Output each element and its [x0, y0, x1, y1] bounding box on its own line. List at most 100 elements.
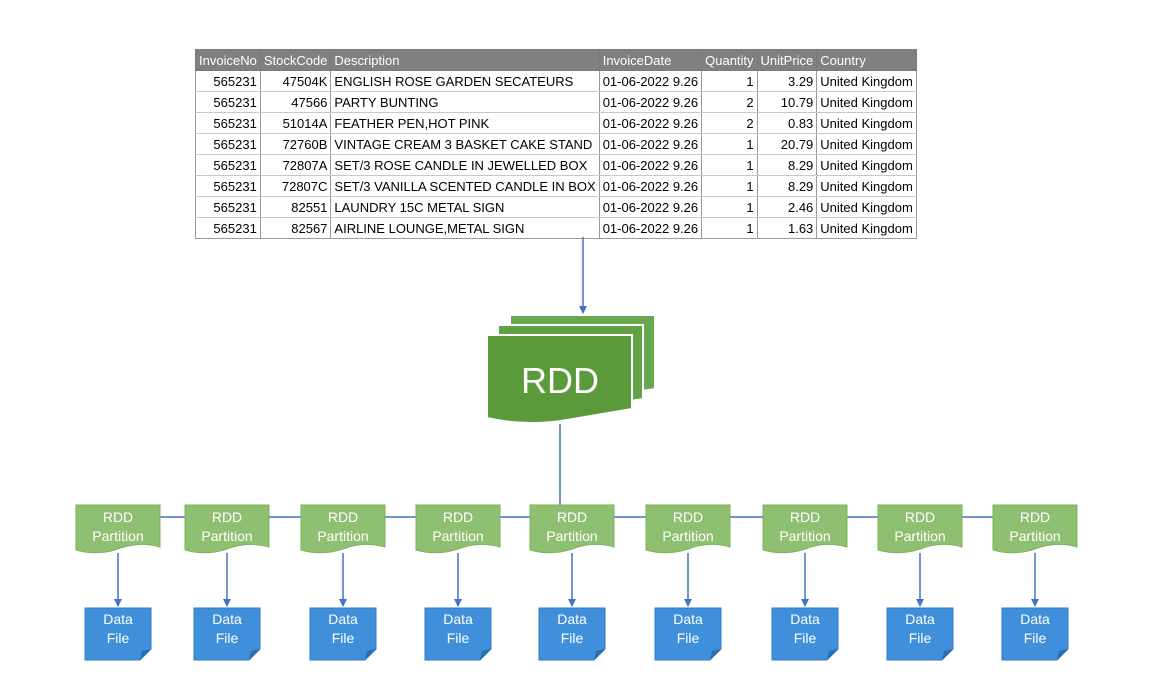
partition-document-shape [877, 504, 963, 554]
table-cell: 2.46 [756, 196, 818, 218]
table-cell: United Kingdom [816, 175, 917, 197]
partition-document-shape [415, 504, 501, 554]
partition-label-line2: Partition [317, 528, 368, 544]
partition-label-line1: RDD [212, 509, 242, 525]
partition-document-shape [762, 504, 848, 554]
file-corner-fold [365, 649, 376, 660]
partition-label-line2: Partition [779, 528, 830, 544]
partition-label-line2: Partition [1009, 528, 1060, 544]
column-header: Quantity [701, 49, 758, 71]
partition-document-shape [992, 504, 1078, 554]
column-header: StockCode [259, 49, 332, 71]
partition-document-shape [300, 504, 386, 554]
table-cell: 47504K [259, 70, 332, 92]
partition-label-line1: RDD [443, 509, 473, 525]
rdd-partition: RDD Partition [75, 504, 161, 554]
partition-label-line2: Partition [546, 528, 597, 544]
file-corner-fold [249, 649, 260, 660]
partition-label-line2: Partition [92, 528, 143, 544]
column-header: Description [330, 49, 600, 71]
column-header: UnitPrice [756, 49, 818, 71]
rdd-partition: RDD Partition [415, 504, 501, 554]
table-cell: United Kingdom [816, 91, 917, 113]
file-label-line2: File [561, 630, 584, 646]
partition-label-line1: RDD [790, 509, 820, 525]
table-cell: 82551 [259, 196, 332, 218]
partition-label-line1: RDD [1020, 509, 1050, 525]
partition-document-shape [75, 504, 161, 554]
table-cell: 1 [701, 217, 758, 239]
table-cell: ENGLISH ROSE GARDEN SECATEURS [330, 70, 600, 92]
table-cell: 01-06-2022 9.26 [598, 196, 703, 218]
table-cell: VINTAGE CREAM 3 BASKET CAKE STAND [330, 133, 600, 155]
file-corner-fold [1057, 649, 1068, 660]
file-label-line1: Data [557, 611, 587, 627]
file-corner-fold [827, 649, 838, 660]
data-files-layer: DataFileDataFileDataFileDataFileDataFile… [84, 553, 1069, 661]
partition-document-shape [184, 504, 270, 554]
rdd-label: RDD [521, 360, 599, 401]
column-header: Country [816, 49, 917, 71]
file-corner-fold [480, 649, 491, 660]
table-cell: 8.29 [756, 154, 818, 176]
file-corner-fold [594, 649, 605, 660]
table-cell: 10.79 [756, 91, 818, 113]
file-label-line1: Data [905, 611, 935, 627]
table-cell: PARTY BUNTING [330, 91, 600, 113]
table-cell: LAUNDRY 15C METAL SIGN [330, 196, 600, 218]
table-cell: 8.29 [756, 175, 818, 197]
partitions-layer: RDD Partition RDD Partition RDD Partition RDD P… [75, 504, 1078, 554]
rdd-partition: RDD Partition [762, 504, 848, 554]
partition-label-line2: Partition [894, 528, 945, 544]
file-label-line1: Data [212, 611, 242, 627]
partition-label-line2: Partition [432, 528, 483, 544]
file-label-line2: File [677, 630, 700, 646]
table-cell: 1 [701, 175, 758, 197]
partition-document-shape [645, 504, 731, 554]
file-label-line1: Data [673, 611, 703, 627]
file-label-line2: File [107, 630, 130, 646]
partition-label-line2: Partition [201, 528, 252, 544]
table-cell: 01-06-2022 9.26 [598, 70, 703, 92]
file-label-line2: File [332, 630, 355, 646]
file-label-line2: File [1024, 630, 1047, 646]
table-cell: 72807C [259, 175, 332, 197]
table-cell: United Kingdom [816, 154, 917, 176]
table-cell: 1 [701, 196, 758, 218]
table-cell: 565231 [195, 91, 261, 113]
partition-document-shape [529, 504, 615, 554]
rdd-page-front [486, 334, 633, 425]
table-cell: 1 [701, 154, 758, 176]
table-cell: United Kingdom [816, 217, 917, 239]
table-cell: 1 [701, 133, 758, 155]
partition-label-line1: RDD [673, 509, 703, 525]
file-label-line2: File [216, 630, 239, 646]
column-header: InvoiceNo [195, 49, 261, 71]
partition-label-line1: RDD [103, 509, 133, 525]
table-cell: AIRLINE LOUNGE,METAL SIGN [330, 217, 600, 239]
table-cell: 1.63 [756, 217, 818, 239]
table-cell: SET/3 VANILLA SCENTED CANDLE IN BOX [330, 175, 600, 197]
rdd-partition: RDD Partition [184, 504, 270, 554]
table-cell: 82567 [259, 217, 332, 239]
table-cell: FEATHER PEN,HOT PINK [330, 112, 600, 134]
file-label-line2: File [794, 630, 817, 646]
file-corner-fold [942, 649, 953, 660]
table-cell: United Kingdom [816, 196, 917, 218]
